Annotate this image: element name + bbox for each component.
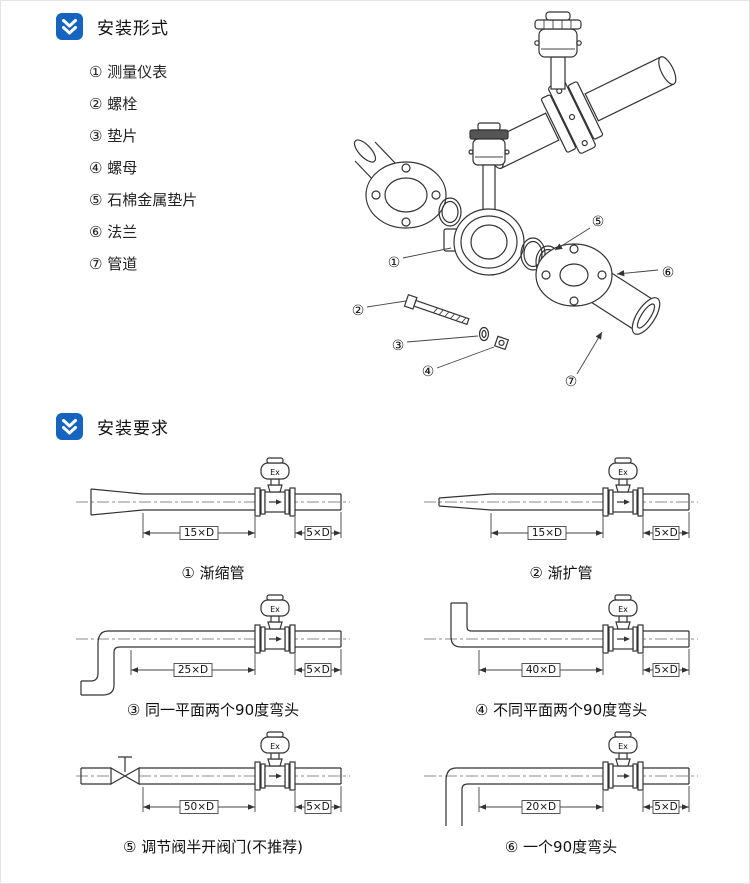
double-chevron-down-icon [56, 413, 83, 440]
downstream-dim: 5×D [306, 527, 330, 539]
downstream-dim: 5×D [654, 664, 678, 676]
figure-half-open-valve: 50×D 5×D ⑤ 调节阀半开阀门(不推荐) [63, 730, 363, 857]
callout-5: ⑤ [592, 214, 605, 230]
section-title: 安装形式 [97, 19, 169, 39]
figure-two-elbows-different-planes: 40×D 5×D ④ 不同平面两个90度弯头 [411, 593, 711, 720]
assembled-flowmeter [485, 11, 677, 170]
flange [535, 243, 613, 307]
section-badge [56, 413, 83, 440]
nut [493, 335, 510, 351]
downstream-dim: 5×D [654, 527, 678, 539]
part-item: ① 测量仪表 [89, 63, 168, 81]
diagram-labels: ① ② ③ ④ ⑤ ⑥ ⑦ [352, 214, 675, 390]
callout-1: ① [388, 255, 401, 271]
section-title: 安装要求 [97, 419, 169, 439]
callout-4: ④ [422, 364, 435, 380]
section-install-req: 安装要求 15×D 5×D ① 渐缩管 [1, 401, 749, 857]
part-item: ⑦ 管道 [89, 255, 138, 273]
upstream-dim: 25×D [178, 664, 208, 676]
gasket-ring [438, 197, 462, 227]
upstream-dim: 15×D [532, 527, 562, 539]
parts-list: ① 测量仪表 ② 螺栓 ③ 垫片 ④ 螺母 ⑤ 石棉金属垫片 ⑥ 法兰 ⑦ 管道 [89, 56, 749, 280]
elbow-inlet [80, 630, 131, 696]
callout-6: ⑥ [662, 265, 675, 281]
figure-caption: ⑥ 一个90度弯头 [504, 838, 618, 856]
downstream-dim: 5×D [654, 801, 678, 813]
section-badge [56, 13, 83, 40]
figure-one-elbow: 20×D 5×D ⑥ 一个90度弯头 [411, 730, 711, 857]
exploded-assembly-diagram: ① ② ③ ④ ⑤ ⑥ ⑦ [352, 11, 677, 390]
reducer-inlet [90, 488, 144, 516]
left-flange [353, 139, 447, 229]
upstream-dim: 50×D [184, 801, 214, 813]
callout-7: ⑦ [565, 374, 578, 390]
elbow-inlet [445, 767, 479, 826]
upstream-dim: 15×D [184, 527, 214, 539]
different-plane-elbows-diagram: 40×D 5×D [424, 594, 698, 677]
valve-handle [118, 756, 132, 772]
washer [478, 326, 490, 342]
vertical-elbow-inlet [450, 602, 479, 648]
upstream-dim: 40×D [526, 664, 556, 676]
section-install-form: 安装形式 ① 测量仪表 ② 螺栓 ③ 垫片 ④ 螺母 ⑤ 石棉金属垫片 ⑥ 法兰… [1, 1, 749, 401]
section-header: 安装要求 [1, 413, 749, 440]
upstream-dim: 20×D [526, 801, 556, 813]
double-chevron-down-icon [56, 13, 83, 40]
figure-expander: 15×D 5×D ② 渐扩管 [411, 456, 711, 583]
callout-3: ③ [392, 338, 405, 354]
part-item: ④ 螺母 [89, 159, 138, 177]
figure-caption: ③ 同一平面两个90度弯头 [126, 701, 300, 719]
figure-reducer: 15×D 5×D ① 渐缩管 [63, 456, 363, 583]
part-item: ② 螺栓 [89, 95, 138, 113]
figure-caption: ⑤ 调节阀半开阀门(不推荐) [123, 838, 303, 856]
figure-caption: ② 渐扩管 [529, 564, 593, 582]
downstream-dim: 5×D [306, 664, 330, 676]
valve-symbol [110, 766, 140, 786]
expander-diagram: 15×D 5×D [424, 457, 698, 540]
same-plane-elbows-diagram: 25×D 5×D [76, 594, 350, 696]
downstream-dim: 5×D [306, 801, 330, 813]
figure-caption: ④ 不同平面两个90度弯头 [474, 701, 648, 719]
transmitter-head [534, 11, 582, 90]
section-header: 安装形式 [1, 13, 749, 40]
part-item: ③ 垫片 [89, 127, 138, 145]
part-item: ⑥ 法兰 [89, 223, 138, 241]
figure-two-elbows-same-plane: 25×D 5×D ③ 同一平面两个90度弯头 [63, 593, 363, 720]
single-elbow-diagram: 20×D 5×D [424, 731, 698, 826]
installation-figures: 15×D 5×D ① 渐缩管 15×D 5×D [63, 456, 749, 857]
bolt [403, 293, 470, 326]
figure-caption: ① 渐缩管 [181, 564, 245, 582]
callout-2: ② [352, 303, 365, 319]
expander-inlet [438, 493, 492, 511]
reducer-diagram: 15×D 5×D [76, 457, 350, 540]
part-item: ⑤ 石棉金属垫片 [89, 191, 198, 209]
valve-diagram: 50×D 5×D [76, 731, 350, 814]
measuring-instrument [443, 122, 525, 276]
